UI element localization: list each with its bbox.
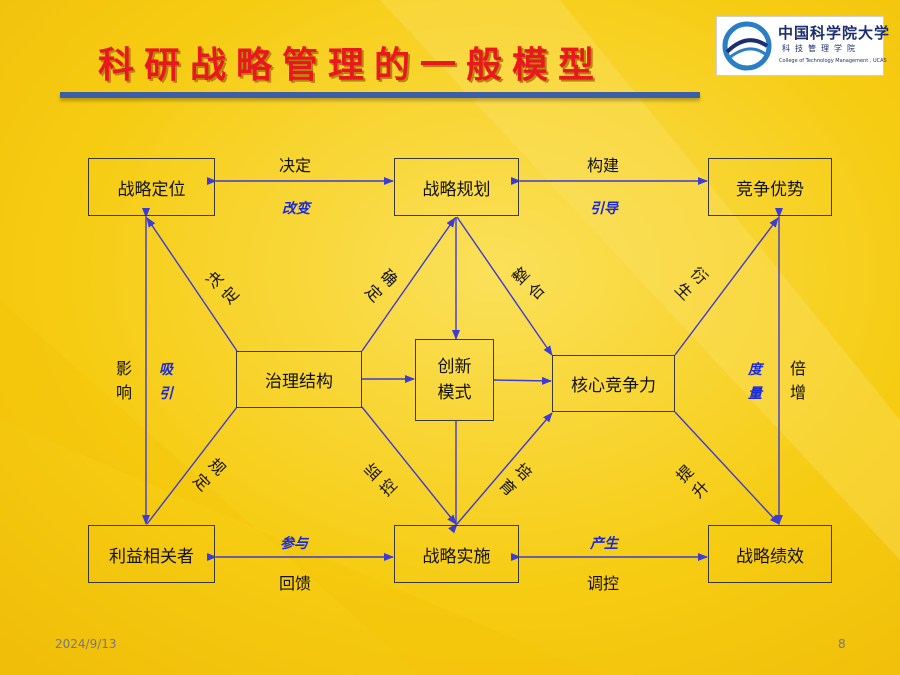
edge-governance-stakeholders	[146, 406, 238, 525]
node-label: 创新模式	[437, 357, 472, 403]
logo-department-name: 科技管理学院	[782, 44, 860, 53]
edge-label-attract: 吸引	[159, 362, 173, 402]
edge-label-feedback: 回馈	[279, 574, 312, 593]
edge-core-performance	[674, 411, 780, 525]
node-label: 战略绩效	[736, 546, 804, 567]
edge-implementation-core	[448, 412, 553, 534]
node-governance-structure[interactable]: 治理结构	[236, 351, 362, 408]
edge-label-change: 改变	[282, 201, 310, 217]
node-label: 战略定位	[117, 179, 186, 200]
title-underline	[60, 92, 700, 98]
edge-label-multiply: 倍增	[789, 359, 806, 402]
edge-label-participate: 参与	[280, 536, 308, 552]
node-strategic-performance[interactable]: 战略绩效	[708, 525, 832, 583]
slide-date: 2024/9/13	[55, 637, 117, 651]
node-core-competence[interactable]: 核心竞争力	[552, 355, 675, 412]
edge-governance-implementation	[361, 406, 457, 525]
edge-label-influence: 影响	[115, 359, 132, 402]
edge-label-decide-top: 决定	[279, 156, 312, 175]
edge-governance-positioning	[146, 217, 238, 352]
edge-label-adjust: 调控	[587, 574, 620, 593]
node-label: 战略规划	[422, 179, 491, 200]
edge-label-produce: 产生	[590, 536, 618, 552]
node-strategic-planning[interactable]: 战略规划	[394, 158, 519, 216]
edge-core-advantage	[674, 217, 779, 356]
node-strategy-implementation[interactable]: 战略实施	[394, 525, 519, 583]
node-competitive-advantage[interactable]: 竞争优势	[708, 158, 832, 216]
slide-page-number: 8	[838, 637, 846, 651]
edge-label-guide: 引导	[590, 201, 618, 217]
node-label: 治理结构	[265, 372, 333, 392]
edge-label-measure: 度量	[748, 362, 762, 402]
node-stakeholders[interactable]: 利益相关者	[88, 525, 215, 583]
ucas-emblem-icon	[722, 21, 772, 71]
edge-planning-core	[456, 216, 553, 356]
node-label: 竞争优势	[736, 179, 804, 200]
ucas-logo	[716, 16, 884, 76]
node-innovation-mode[interactable]: 创新模式	[415, 339, 494, 421]
slide-title: 科研战略管理的一般模型	[98, 44, 605, 86]
logo-department-english: College of Technology Management , UCAS	[779, 58, 887, 64]
edge-label-construct: 构建	[587, 156, 620, 175]
node-label: 战略实施	[422, 546, 491, 567]
node-strategic-positioning[interactable]: 战略定位	[88, 158, 215, 216]
node-label: 利益相关者	[109, 546, 194, 567]
edge-governance-planning	[361, 217, 456, 352]
node-label: 核心竞争力	[571, 376, 656, 396]
edge-innovation-core	[493, 376, 552, 385]
logo-university-name: 中国科学院大学	[778, 24, 891, 42]
